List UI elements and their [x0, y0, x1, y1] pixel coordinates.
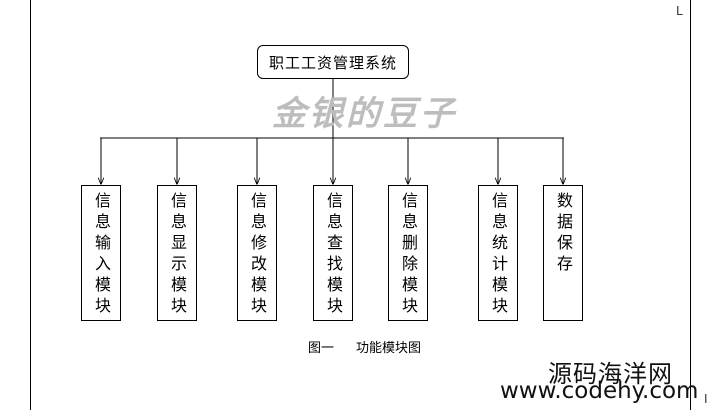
watermark-text: 金银的豆子 — [272, 94, 457, 134]
root-node: 职工工资管理系统 — [257, 45, 409, 79]
root-node-label: 职工工资管理系统 — [268, 53, 397, 72]
page-frame-left — [30, 0, 31, 410]
module-info-display: 信息显示模块 — [157, 185, 197, 321]
module-info-delete: 信息删除模块 — [388, 185, 428, 321]
corner-mark-bottom-right: I — [704, 392, 708, 406]
module-label: 数据保存 — [554, 192, 573, 276]
page-frame-right — [690, 0, 691, 410]
module-label: 信息显示模块 — [168, 192, 187, 318]
module-label: 信息修改模块 — [248, 192, 267, 318]
module-label: 信息统计模块 — [489, 192, 508, 318]
module-info-statistics: 信息统计模块 — [478, 185, 518, 321]
module-data-save: 数据保存 — [543, 185, 583, 321]
site-watermark-url: www.codehy.com — [500, 378, 699, 404]
figure-title: 功能模块图 — [356, 341, 422, 356]
module-info-input: 信息输入模块 — [81, 185, 121, 321]
corner-mark-top-right: L — [676, 4, 683, 18]
module-info-search: 信息查找模块 — [313, 185, 353, 321]
module-label: 信息删除模块 — [399, 192, 418, 318]
figure-number: 图一 — [308, 341, 335, 356]
module-info-modify: 信息修改模块 — [237, 185, 277, 321]
module-label: 信息查找模块 — [324, 192, 343, 318]
figure-caption: 图一 功能模块图 — [308, 337, 421, 356]
module-label: 信息输入模块 — [92, 192, 111, 318]
site-watermark-name: 源码海洋网 — [548, 360, 673, 388]
